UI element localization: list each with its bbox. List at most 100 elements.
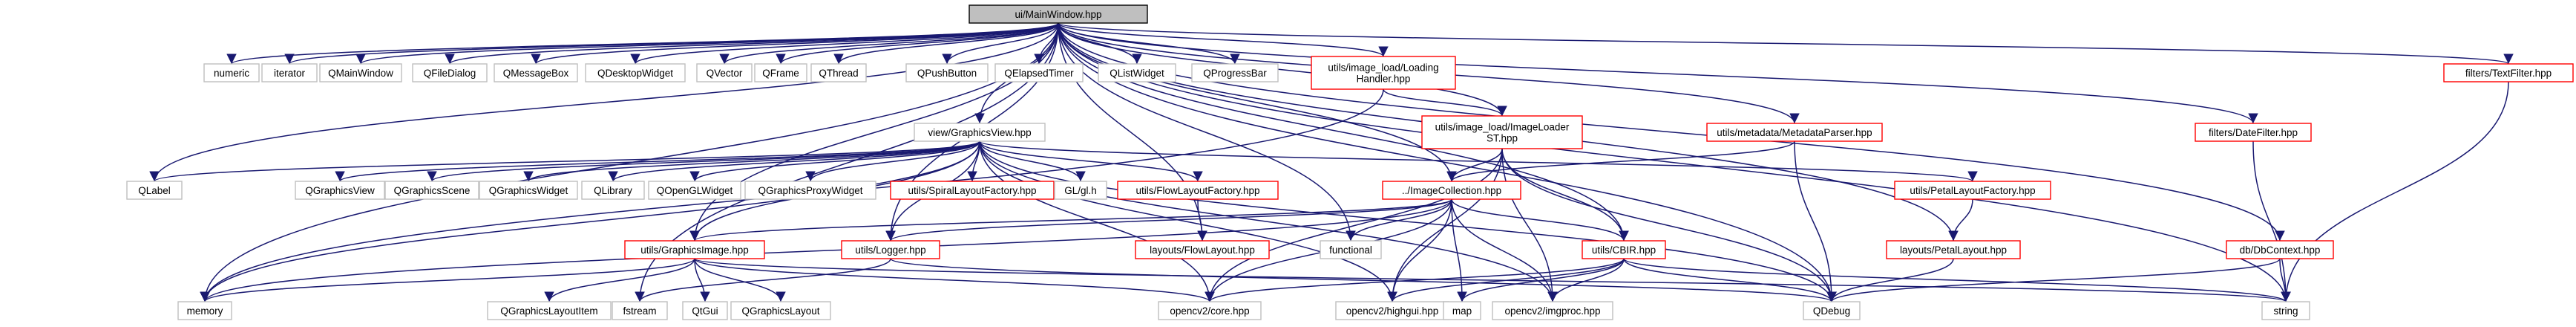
- node-flowlayoutfactory[interactable]: utils/FlowLayoutFactory.hpp: [1117, 181, 1279, 200]
- node-label-qopenglwidget: QOpenGLWidget: [657, 185, 733, 196]
- edge-root-to-qdesktopwidget: [630, 22, 1059, 65]
- node-map: map: [1443, 301, 1481, 320]
- node-fstream: fstream: [612, 301, 668, 320]
- node-flowlayout[interactable]: layouts/FlowLayout.hpp: [1135, 240, 1270, 259]
- node-box-logger: [841, 240, 940, 259]
- node-label-map: map: [1452, 305, 1472, 317]
- node-qopenglwidget: QOpenGLWidget: [648, 181, 741, 200]
- node-box-opencvimgproc: [1492, 301, 1613, 320]
- edge-dbcontext-to-qdebug: [1826, 258, 2281, 302]
- node-qgraphicsscene: QGraphicsScene: [384, 181, 479, 200]
- node-box-memory: [177, 301, 232, 320]
- node-label-qlistwidget: QListWidget: [1110, 68, 1164, 79]
- node-label-datefilter: filters/DateFilter.hpp: [2209, 127, 2298, 138]
- node-opencvimgproc: opencv2/imgproc.hpp: [1492, 301, 1613, 320]
- node-glglh: GL/gl.h: [1054, 181, 1107, 200]
- node-qpushbutton: QPushButton: [905, 63, 989, 82]
- node-qdebug: QDebug: [1803, 301, 1861, 320]
- node-label-logger: utils/Logger.hpp: [855, 245, 925, 256]
- node-label-cbir: utils/CBIR.hpp: [1592, 245, 1656, 256]
- node-spirallayoutfactory[interactable]: utils/SpiralLayoutFactory.hpp: [890, 181, 1055, 200]
- node-qlibrary: QLibrary: [581, 181, 645, 200]
- node-label-loadinghandler-1: utils/image_load/Loading: [1328, 62, 1438, 74]
- edge-root-to-qthread: [833, 22, 1059, 65]
- node-label-qgraphicslayout: QGraphicsLayout: [741, 305, 819, 317]
- edge-graphicsview-to-qgraphicsview: [335, 140, 980, 182]
- node-label-iterator: iterator: [274, 68, 306, 79]
- node-box-iterator: [261, 63, 318, 82]
- edge-root-to-flowlayout: [1058, 22, 1207, 242]
- edge-imagecollection-to-functional: [1346, 198, 1452, 242]
- node-box-qthread: [810, 63, 867, 82]
- node-label-string: string: [2273, 305, 2298, 317]
- edge-root-to-qlabel: [149, 22, 1059, 182]
- edge-metadataparser-to-imagecollection: [1446, 140, 1795, 182]
- node-box-graphicsimage: [624, 240, 765, 259]
- edge-graphicsview-to-qlibrary: [608, 140, 980, 182]
- node-numeric: numeric: [203, 63, 260, 82]
- edge-imagecollection-to-graphicsimage: [689, 198, 1452, 242]
- edge-imagecollection-to-memory: [200, 198, 1452, 302]
- edge-cbir-to-qdebug: [1623, 258, 1837, 302]
- node-box-qfiledialog: [412, 63, 488, 82]
- edge-graphicsview-to-qdebug: [979, 140, 1837, 302]
- edge-root-to-qmessagebox: [531, 22, 1059, 65]
- node-root[interactable]: ui/MainWindow.hpp: [969, 4, 1148, 24]
- node-box-qmainwindow: [319, 63, 402, 82]
- edge-metadataparser-to-qdebug: [1794, 140, 1837, 302]
- node-box-numeric: [203, 63, 260, 82]
- node-petallayoutfactory[interactable]: utils/PetalLayoutFactory.hpp: [1894, 181, 2051, 200]
- edge-graphicsview-to-memory: [200, 140, 980, 302]
- edge-graphicsimage-to-qgraphicslayoutitem: [544, 258, 695, 302]
- node-box-string: [2261, 301, 2310, 320]
- node-box-loadinghandler: [1311, 56, 1456, 90]
- node-box-qtgui: [682, 301, 728, 320]
- node-qelapsedtimer: QElapsedTimer: [994, 63, 1084, 82]
- edge-graphicsimage-to-qgraphicslayout: [694, 258, 786, 302]
- node-box-opencvhighgui: [1335, 301, 1449, 320]
- node-box-spirallayoutfactory: [890, 181, 1055, 200]
- edge-imagecollection-to-cbir: [1451, 198, 1629, 242]
- edge-graphicsview-to-qopenglwidget: [689, 140, 980, 182]
- edge-graphicsview-to-qgraphicswidget: [523, 140, 980, 182]
- edge-imagecollection-to-opencvhighgui: [1387, 198, 1452, 302]
- node-dbcontext[interactable]: db/DbContext.hpp: [2226, 240, 2334, 259]
- node-label-memory: memory: [187, 305, 223, 317]
- node-label-glglh: GL/gl.h: [1064, 185, 1097, 196]
- node-cbir[interactable]: utils/CBIR.hpp: [1582, 240, 1666, 259]
- edge-cbir-to-opencvcore: [1205, 258, 1625, 302]
- node-qfiledialog: QFileDialog: [412, 63, 488, 82]
- node-graphicsimage[interactable]: utils/GraphicsImage.hpp: [624, 240, 765, 259]
- node-imagecollection[interactable]: ../ImageCollection.hpp: [1382, 181, 1521, 200]
- node-petallayout[interactable]: layouts/PetalLayout.hpp: [1886, 240, 2021, 259]
- node-box-cbir: [1582, 240, 1666, 259]
- node-label-qgraphicsscene: QGraphicsScene: [394, 185, 471, 196]
- node-metadataparser[interactable]: utils/metadata/MetadataParser.hpp: [1706, 123, 1883, 142]
- node-label-petallayout: layouts/PetalLayout.hpp: [1900, 245, 2007, 256]
- edge-logger-to-fstream: [635, 258, 891, 302]
- node-label-qdesktopwidget: QDesktopWidget: [597, 68, 673, 79]
- edge-imageloaderst-to-qdebug: [1501, 148, 1837, 302]
- node-label-qmainwindow: QMainWindow: [328, 68, 393, 79]
- node-datefilter[interactable]: filters/DateFilter.hpp: [2195, 123, 2312, 142]
- edge-cbir-to-map: [1457, 258, 1625, 302]
- node-logger[interactable]: utils/Logger.hpp: [841, 240, 940, 259]
- node-box-qframe: [754, 63, 807, 82]
- edge-root-to-textfilter: [1058, 22, 2513, 65]
- edge-root-to-imageloaderst: [1058, 22, 1507, 117]
- node-box-qelapsedtimer: [994, 63, 1084, 82]
- node-graphicsview: view/GraphicsView.hpp: [914, 123, 1046, 142]
- edge-root-to-qvector: [719, 22, 1059, 65]
- edge-root-to-qpushbutton: [942, 22, 1059, 65]
- node-box-qgraphicslayout: [730, 301, 831, 320]
- edge-cbir-to-string: [1623, 258, 2291, 302]
- node-box-glglh: [1054, 181, 1107, 200]
- node-box-petallayout: [1886, 240, 2021, 259]
- node-label-opencvhighgui: opencv2/highgui.hpp: [1346, 305, 1439, 317]
- node-textfilter[interactable]: filters/TextFilter.hpp: [2443, 63, 2574, 82]
- node-label-textfilter: filters/TextFilter.hpp: [2465, 68, 2552, 79]
- node-box-qvector: [696, 63, 753, 82]
- node-box-qmessagebox: [494, 63, 578, 82]
